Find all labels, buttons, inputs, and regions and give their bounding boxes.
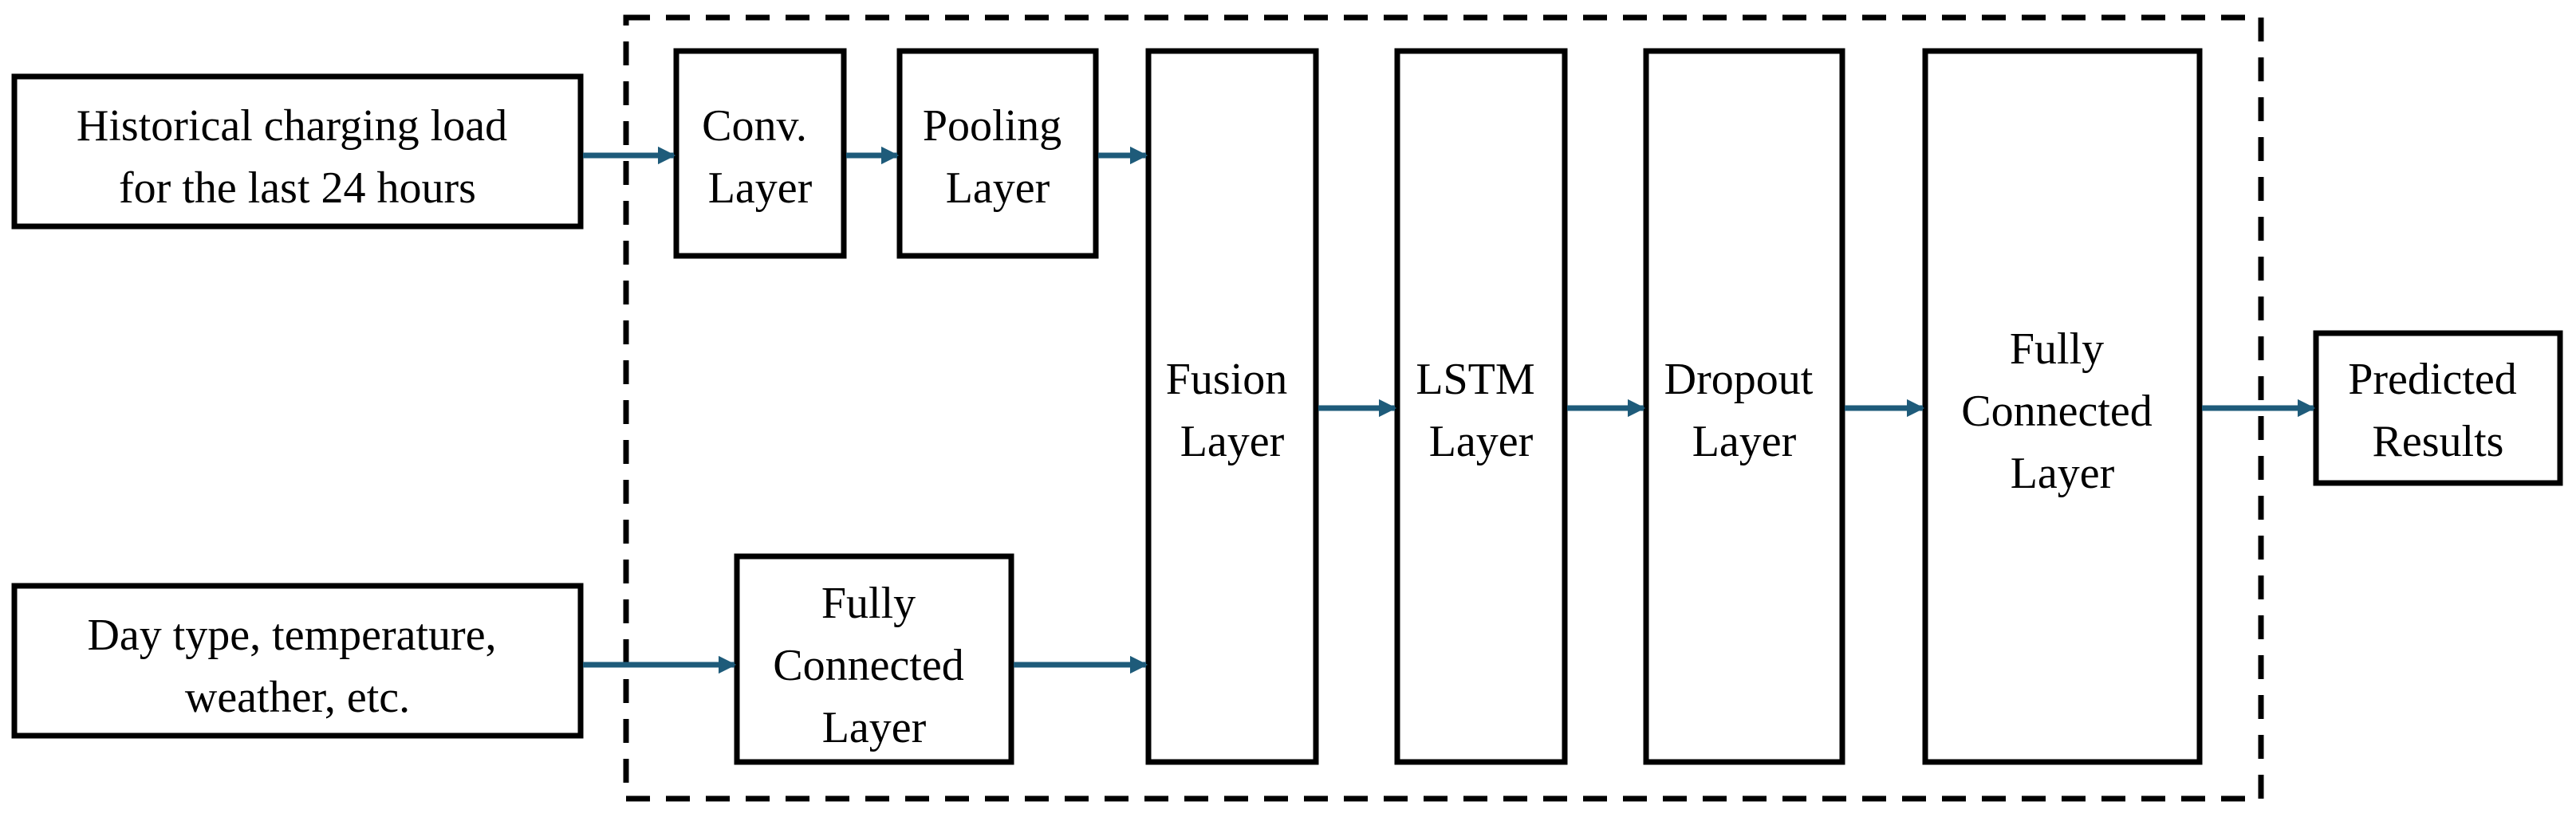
model-boundary-dashed-box: [623, 14, 2264, 802]
svg-text:Fusion Layer: Fusion Layer: [1166, 355, 1299, 466]
input-exogenous-line-1: Day type, temperature,: [87, 611, 496, 660]
pooling-layer-line-2: Layer: [946, 163, 1050, 213]
conv-layer-line-2: Layer: [708, 163, 813, 213]
lstm-layer-line-2: Layer: [1429, 417, 1534, 466]
fc-input-layer-line-2: Connected: [773, 641, 963, 690]
fusion-layer-line-2: Layer: [1180, 417, 1285, 466]
svg-text:LSTM Layer: LSTM Layer: [1416, 355, 1546, 466]
svg-text:Dropout Layer: Dropout Layer: [1664, 355, 1825, 466]
fc-output-layer-line-1: Fully: [2010, 324, 2104, 374]
conv-layer-line-1: Conv.: [702, 101, 807, 151]
input-historical-load-node: Historical charging load for the last 24…: [11, 73, 584, 230]
conv-layer-node: Conv. Layer: [673, 48, 847, 259]
input-historical-load-line-1: Historical charging load: [77, 101, 507, 151]
dropout-layer-line-2: Layer: [1692, 417, 1797, 466]
pooling-layer-node: Pooling Layer: [896, 48, 1099, 259]
input-historical-load-line-2: for the last 24 hours: [119, 163, 476, 213]
svg-text:Day type, temperature, w: Day type, temperature, weather, etc.: [87, 611, 507, 722]
fusion-layer-line-1: Fusion: [1166, 355, 1288, 404]
output-line-1: Predicted: [2348, 355, 2516, 404]
output-predicted-results-node: Predicted Results: [2313, 330, 2563, 486]
svg-text:Predicted Results: Predicted Results: [2348, 355, 2527, 466]
output-line-2: Results: [2373, 417, 2504, 466]
dropout-layer-line-1: Dropout: [1664, 355, 1814, 404]
svg-text:Pooling Layer: Pooling Layer: [923, 101, 1073, 213]
pooling-layer-line-1: Pooling: [923, 101, 1062, 151]
svg-text:Fully Connected La: Fully Connected Layer: [1961, 324, 2163, 498]
fusion-layer-node: Fusion Layer: [1145, 48, 1319, 765]
lstm-layer-node: LSTM Layer: [1394, 48, 1568, 765]
fc-input-layer-line-3: Layer: [822, 703, 927, 752]
dropout-layer-node: Dropout Layer: [1643, 48, 1845, 765]
svg-text:Historical charging load: Historical charging load for the last 24…: [77, 101, 518, 213]
fc-output-layer-node: Fully Connected Layer: [1922, 48, 2203, 765]
fc-output-layer-line-3: Layer: [2011, 449, 2115, 498]
fc-input-layer-node: Fully Connected Layer: [734, 553, 1014, 765]
svg-text:Conv. Layer: Conv. Layer: [702, 101, 818, 213]
input-exogenous-line-2: weather, etc.: [185, 673, 410, 722]
input-exogenous-node: Day type, temperature, weather, etc.: [11, 583, 584, 739]
lstm-layer-line-1: LSTM: [1416, 355, 1534, 404]
fc-output-layer-line-2: Connected: [1961, 387, 2152, 436]
svg-text:Fully Connected La: Fully Connected Layer: [773, 579, 975, 752]
fc-input-layer-line-1: Fully: [821, 579, 916, 628]
